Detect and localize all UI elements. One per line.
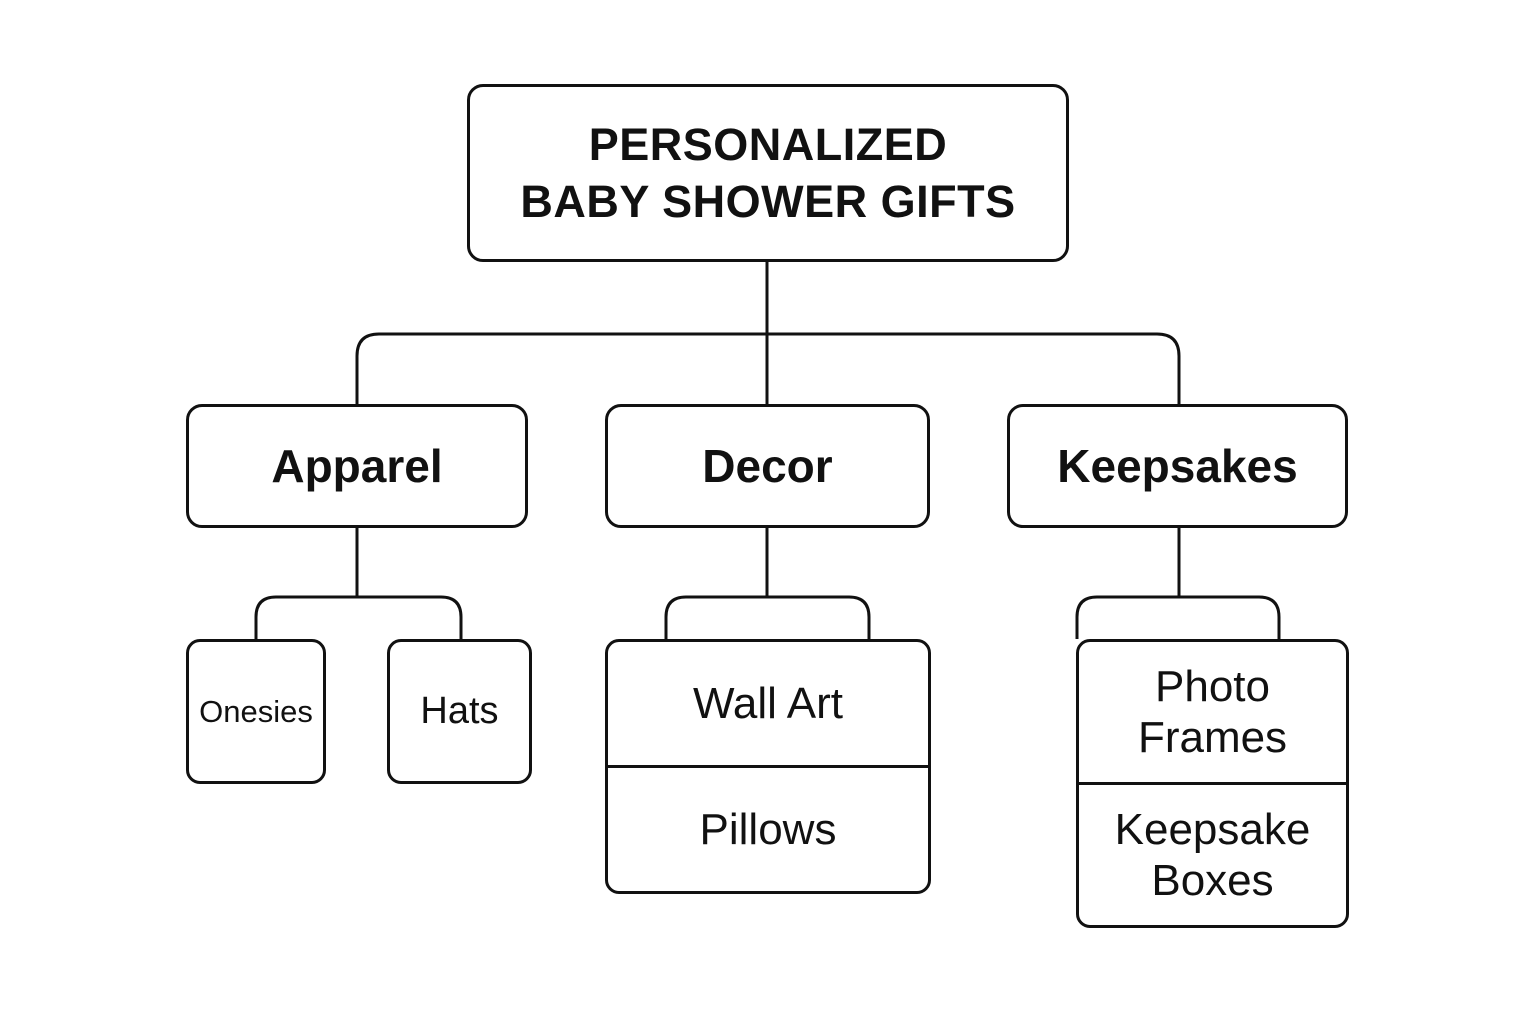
- leaf-keepsake-boxes-label: Keepsake Boxes: [1114, 805, 1311, 905]
- leaf-wall-art-label: Wall Art: [693, 678, 843, 728]
- leaf-photo-frames: Photo Frames: [1079, 642, 1346, 782]
- leaf-onesies: Onesies: [186, 639, 326, 784]
- keepsakes-items-stack: Photo Frames Keepsake Boxes: [1076, 639, 1349, 928]
- connector-decor-bracket: [664, 595, 871, 639]
- category-decor: Decor: [605, 404, 930, 528]
- root-title-line1: PERSONALIZED: [588, 119, 948, 170]
- leaf-pillows-label: Pillows: [699, 804, 837, 854]
- category-decor-label: Decor: [702, 440, 833, 492]
- root-node: PERSONALIZED BABY SHOWER GIFTS: [467, 84, 1069, 262]
- leaf-keepsake-boxes: Keepsake Boxes: [1079, 782, 1346, 925]
- category-apparel: Apparel: [186, 404, 528, 528]
- decor-items-stack: Wall Art Pillows: [605, 639, 931, 894]
- leaf-wall-art: Wall Art: [608, 642, 928, 765]
- leaf-photo-frames-label: Photo Frames: [1137, 662, 1288, 762]
- category-keepsakes-label: Keepsakes: [1057, 440, 1298, 492]
- leaf-pillows: Pillows: [608, 765, 928, 891]
- leaf-onesies-label: Onesies: [199, 693, 313, 729]
- connector-apparel-bus: [254, 595, 463, 639]
- leaf-hats: Hats: [387, 639, 532, 784]
- connector-keepsakes-bracket: [1075, 595, 1281, 639]
- leaf-hats-label: Hats: [420, 690, 499, 732]
- root-title-line2: BABY SHOWER GIFTS: [520, 176, 1016, 227]
- category-apparel-label: Apparel: [271, 440, 443, 492]
- category-keepsakes: Keepsakes: [1007, 404, 1348, 528]
